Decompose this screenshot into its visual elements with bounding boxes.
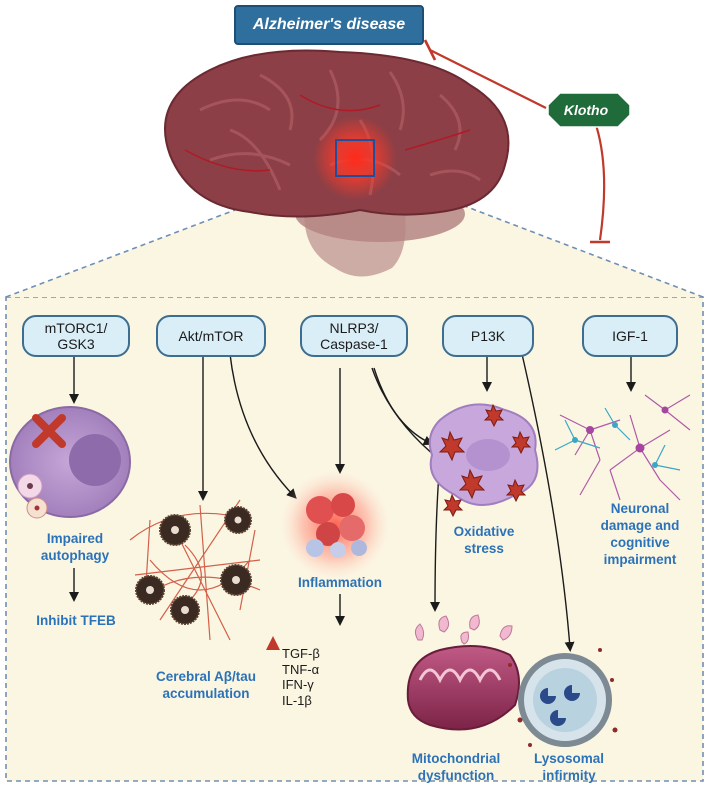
klotho-inhibits-disease-line bbox=[429, 49, 547, 109]
autophagy-cell bbox=[9, 406, 131, 519]
pathway-mtorc1-gsk3: mTORC1/ GSK3 bbox=[22, 315, 130, 357]
lysosome bbox=[508, 648, 618, 747]
label-abeta-tau: Cerebral Aβ/tau accumulation bbox=[155, 669, 257, 701]
cytokine-tgf-beta: TGF-β bbox=[282, 646, 320, 661]
pathway-akt-mtor: Akt/mTOR bbox=[156, 315, 266, 357]
inflammation-cluster bbox=[280, 470, 390, 580]
affected-region-glow bbox=[313, 116, 397, 200]
brain-illustration bbox=[164, 49, 510, 277]
arrow-nlrp3-oxidative bbox=[373, 367, 434, 445]
neuron-network bbox=[554, 394, 691, 501]
label-mitochondrial: Mitochondrial dysfunction bbox=[411, 751, 501, 783]
label-inflammation: Inflammation bbox=[297, 575, 382, 590]
cross-icon bbox=[32, 414, 66, 448]
arrow-akt-inflammation bbox=[229, 353, 297, 499]
pathway-p13k: P13K bbox=[442, 315, 534, 357]
klotho-inhibits-pathways-line bbox=[594, 124, 606, 241]
focus-box bbox=[335, 139, 375, 177]
pathway-igf1: IGF-1 bbox=[582, 315, 678, 357]
disease-label: Alzheimer's disease bbox=[252, 16, 406, 33]
cytokine-tnf-alpha: TNF-α bbox=[282, 661, 320, 677]
pathway-nlrp3-caspase1: NLRP3/ Caspase-1 bbox=[300, 315, 408, 357]
klotho-badge bbox=[547, 92, 631, 128]
cytokine-list: TGF-β TNF-α IFN-γ IL-1β bbox=[282, 646, 342, 708]
disease-title-box: Alzheimer's disease bbox=[234, 5, 424, 45]
abeta-tau-plaques bbox=[129, 499, 261, 641]
label-lysosomal: Lysosomal infirmity bbox=[533, 751, 605, 783]
cytokine-il-1beta: IL-1β bbox=[282, 692, 312, 708]
klotho-label: Klotho bbox=[563, 102, 609, 118]
label-inhibit-tfeb: Inhibit TFEB bbox=[36, 613, 116, 628]
label-neuronal: Neuronal damage and cognitive impairment bbox=[600, 501, 680, 567]
arrow-p13k-lysosome bbox=[521, 353, 575, 652]
inhibit-bar-top bbox=[423, 39, 437, 61]
cytokine-ifn-gamma: IFN-γ bbox=[282, 677, 314, 692]
oxidative-stress-cell bbox=[428, 403, 539, 518]
label-oxidative-stress: Oxidative stress bbox=[453, 524, 515, 556]
label-impaired-autophagy: Impaired autophagy bbox=[40, 531, 110, 563]
mitochondrion bbox=[406, 614, 520, 731]
